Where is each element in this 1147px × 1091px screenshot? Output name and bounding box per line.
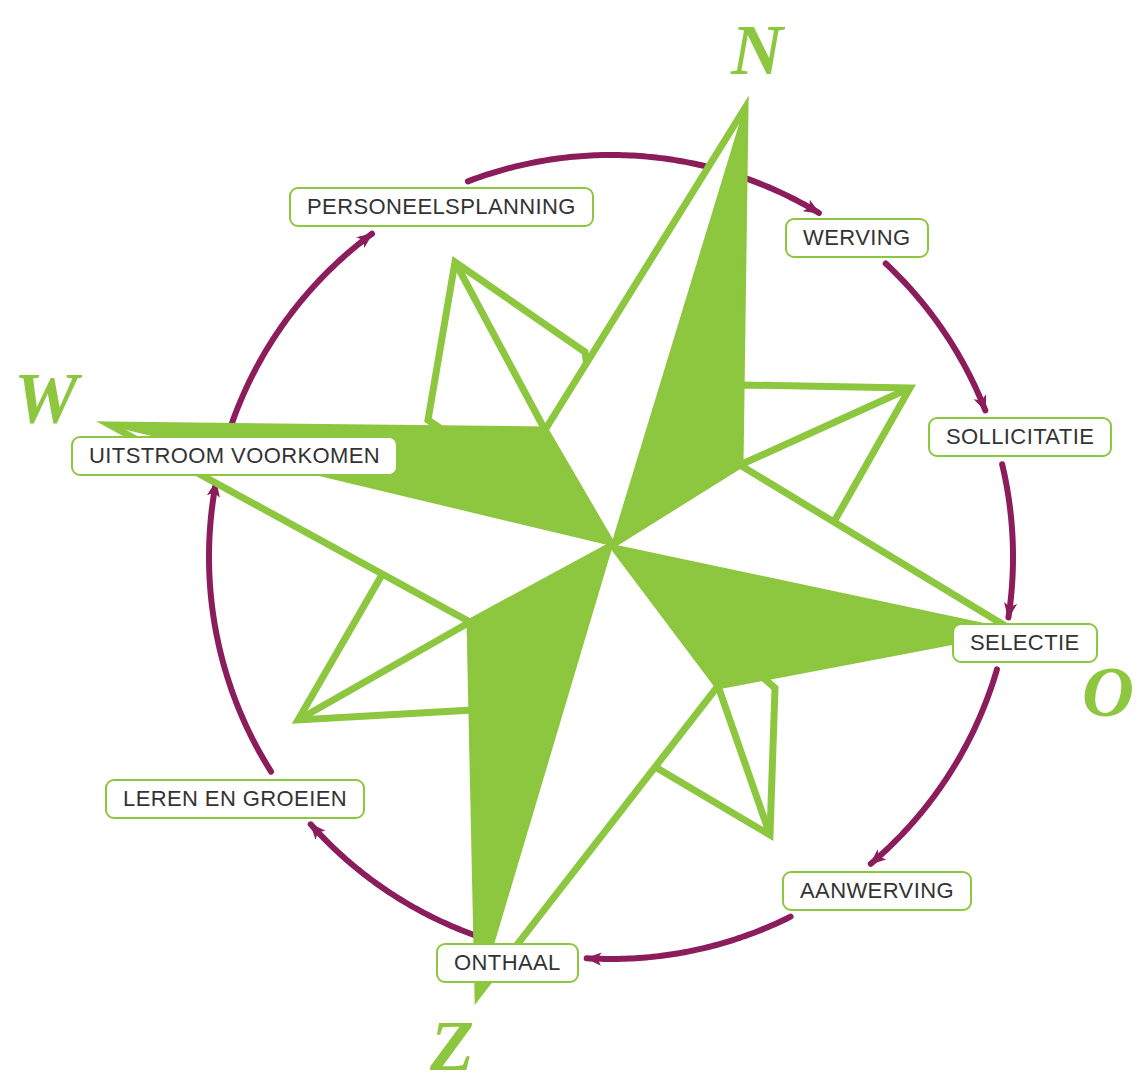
step-label: PERSONEELSPLANNING [307, 193, 576, 221]
compass-direction: N [731, 14, 783, 86]
step-box: AANWERVING [782, 871, 972, 911]
step-label: SELECTIE [970, 629, 1080, 657]
compass-direction: W [14, 362, 78, 434]
cycle-arrow [1002, 464, 1013, 617]
compass-minor-line [298, 622, 470, 720]
compass-fill [612, 108, 745, 545]
step-label: UITSTROOM VOORKOMEN [89, 442, 380, 470]
step-box: UITSTROOM VOORKOMEN [71, 436, 398, 476]
cycle-arrow [871, 669, 997, 863]
step-label: LEREN EN GROEIEN [123, 785, 347, 813]
step-label: WERVING [803, 224, 911, 252]
cycle-arrow [311, 824, 482, 937]
step-box: LEREN EN GROEIEN [105, 779, 365, 819]
step-box: ONTHAAL [436, 943, 579, 983]
cycle-arrow [587, 917, 791, 959]
step-box: WERVING [785, 218, 929, 258]
step-label: AANWERVING [800, 877, 954, 905]
step-label: SOLLICITATIE [946, 423, 1094, 451]
compass-minor-line [718, 686, 770, 835]
step-box: SOLLICITATIE [928, 417, 1112, 457]
compass-minor-line [455, 262, 545, 430]
cycle-arrow [209, 482, 271, 771]
step-box: SELECTIE [952, 623, 1098, 663]
compass-direction: O [1082, 656, 1134, 728]
compass-fill [470, 545, 612, 995]
cycle-arrow [230, 234, 372, 430]
step-box: PERSONEELSPLANNING [289, 187, 594, 227]
compass-fill [612, 545, 1012, 686]
compass-direction: Z [430, 1010, 474, 1082]
compass-minor-line [740, 388, 910, 465]
step-label: ONTHAAL [454, 949, 561, 977]
